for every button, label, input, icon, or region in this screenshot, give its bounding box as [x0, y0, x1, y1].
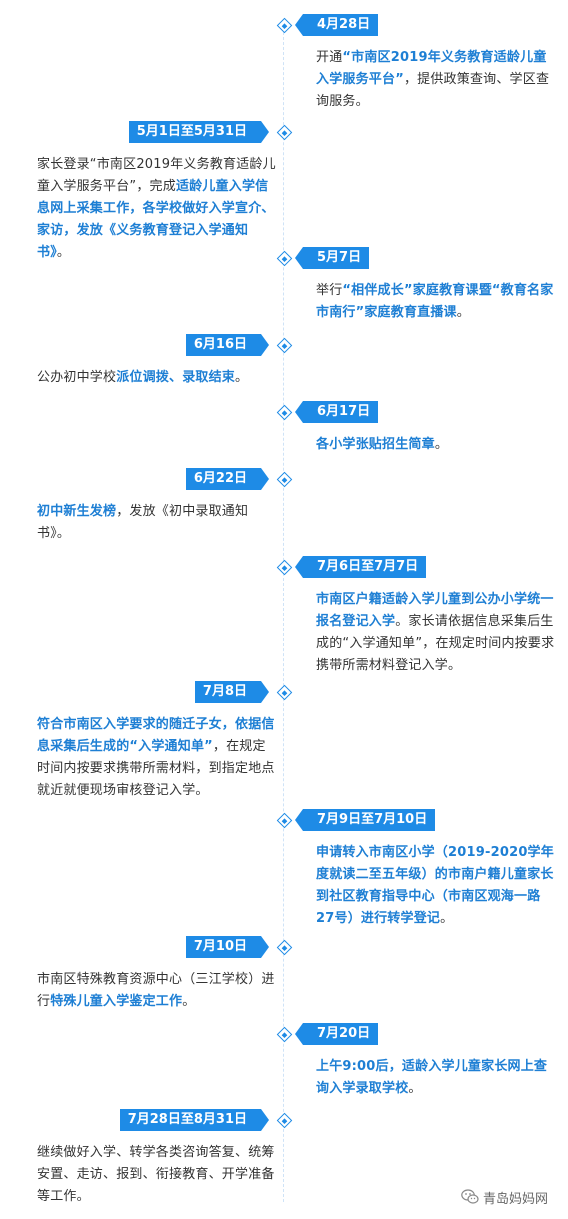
plain-text: 继续做好入学、转学各类咨询答复、统筹安置、走访、报到、衔接教育、开学准备等工作。 [37, 1145, 275, 1204]
diamond-marker-icon [276, 939, 292, 955]
plain-text: 。 [408, 1081, 422, 1096]
entry-description: 市南区特殊教育资源中心（三江学校）进行特殊儿童入学鉴定工作。 [37, 969, 277, 1013]
date-badge: 7月10日 [185, 936, 270, 958]
entry-description: 继续做好入学、转学各类咨询答复、统筹安置、走访、报到、衔接教育、开学准备等工作。 [37, 1142, 277, 1208]
date-badge: 7月9日至7月10日 [294, 809, 436, 831]
wechat-icon [461, 1189, 479, 1204]
plain-text: ，提供政策查询、学区查询服务。 [316, 72, 550, 109]
entry-description: 公办初中学校派位调拨、录取结束。 [37, 367, 277, 389]
diamond-marker-icon [276, 471, 292, 487]
timeline-axis [283, 22, 284, 1202]
highlighted-text: 各小学张贴招生简章 [316, 437, 435, 452]
plain-text: 。 [56, 245, 71, 260]
date-badge: 5月1日至5月31日 [128, 121, 270, 143]
date-badge: 4月28日 [294, 14, 379, 36]
plain-text: 公办初中学校 [37, 370, 117, 385]
diamond-marker-icon [276, 1112, 292, 1128]
entry-description: 举行“相伴成长”家庭教育课暨“教育名家市南行”家庭教育直播课。 [316, 280, 558, 324]
highlighted-text: 派位调拨、录取结束 [116, 370, 236, 385]
plain-text: 。 [456, 305, 470, 320]
entry-description: 家长登录“市南区2019年义务教育适龄儿童入学服务平台”，完成适龄儿童入学信息网… [37, 154, 277, 264]
entry-description: 市南区户籍适龄入学儿童到公办小学统一报名登记入学。家长请依据信息采集后生成的“入… [316, 589, 558, 677]
entry-description: 开通“市南区2019年义务教育适龄儿童入学服务平台”，提供政策查询、学区查询服务… [316, 47, 558, 113]
plain-text: 举行 [316, 283, 343, 298]
plain-text: 。 [182, 994, 196, 1009]
entry-description: 各小学张贴招生简章。 [316, 434, 558, 456]
plain-text: 。家长请依据信息采集后生成的“入学通知单”，在规定时间内按要求携带所需材料登记入… [316, 614, 555, 673]
plain-text: 。 [235, 370, 249, 385]
plain-text: ，在规定时间内按要求携带所需材料，到指定地点就近就便现场审核登记入学。 [37, 739, 275, 798]
plain-text: 家长登录“市南区2019年义务教育适龄儿童入学服务平台”，完成 [37, 157, 276, 194]
highlighted-text: 初中新生发榜 [37, 504, 117, 519]
watermark-text: 青岛妈妈网 [482, 1191, 548, 1207]
plain-text: 市南区特殊教育资源中心（三江学校）进行 [37, 972, 275, 1009]
date-badge: 7月20日 [294, 1023, 379, 1045]
highlighted-text: 符合市南区入学要求的随迁子女，依据信息采集后生成的“入学通知单” [37, 717, 275, 754]
diamond-marker-icon [276, 404, 292, 420]
plain-text: 开通 [316, 50, 343, 65]
date-badge: 6月17日 [294, 401, 379, 423]
date-badge: 7月8日 [194, 681, 270, 703]
diamond-marker-icon [276, 812, 292, 828]
plain-text: 。 [440, 911, 454, 926]
diamond-marker-icon [276, 1026, 292, 1042]
highlighted-text: 适龄儿童入学信息网上采集工作，各学校做好入学宣介、家访，发放《义务教育登记入学通… [37, 179, 275, 260]
diamond-marker-icon [276, 337, 292, 353]
highlighted-text: “相伴成长”家庭教育课暨“教育名家市南行”家庭教育直播课 [316, 283, 554, 320]
watermark: 青岛妈妈网 [461, 1187, 548, 1207]
diamond-marker-icon [276, 124, 292, 140]
diamond-marker-icon [276, 684, 292, 700]
plain-text: 。 [434, 437, 449, 452]
plain-text: ，发放《初中录取通知书》。 [37, 504, 249, 541]
date-badge: 7月6日至7月7日 [294, 556, 427, 578]
highlighted-text: “市南区2019年义务教育适龄儿童入学服务平台” [316, 50, 547, 87]
diamond-marker-icon [276, 250, 292, 266]
entry-description: 符合市南区入学要求的随迁子女，依据信息采集后生成的“入学通知单”，在规定时间内按… [37, 714, 277, 802]
diamond-marker-icon [276, 559, 292, 575]
entry-description: 初中新生发榜，发放《初中录取通知书》。 [37, 501, 277, 545]
date-badge: 5月7日 [294, 247, 370, 269]
highlighted-text: 特殊儿童入学鉴定工作 [50, 994, 183, 1009]
highlighted-text: 市南区户籍适龄入学儿童到公办小学统一报名登记入学 [316, 592, 554, 629]
date-badge: 6月22日 [185, 468, 270, 490]
date-badge: 7月28日至8月31日 [119, 1109, 270, 1131]
highlighted-text: 申请转入市南区小学（2019-2020学年度就读二至五年级）的市南户籍儿童家长到… [316, 845, 554, 926]
entry-description: 申请转入市南区小学（2019-2020学年度就读二至五年级）的市南户籍儿童家长到… [316, 842, 558, 930]
entry-description: 上午9:00后，适龄入学儿童家长网上查询入学录取学校。 [316, 1056, 558, 1100]
diamond-marker-icon [276, 17, 292, 33]
date-badge: 6月16日 [185, 334, 270, 356]
highlighted-text: 上午9:00后，适龄入学儿童家长网上查询入学录取学校 [316, 1059, 548, 1096]
